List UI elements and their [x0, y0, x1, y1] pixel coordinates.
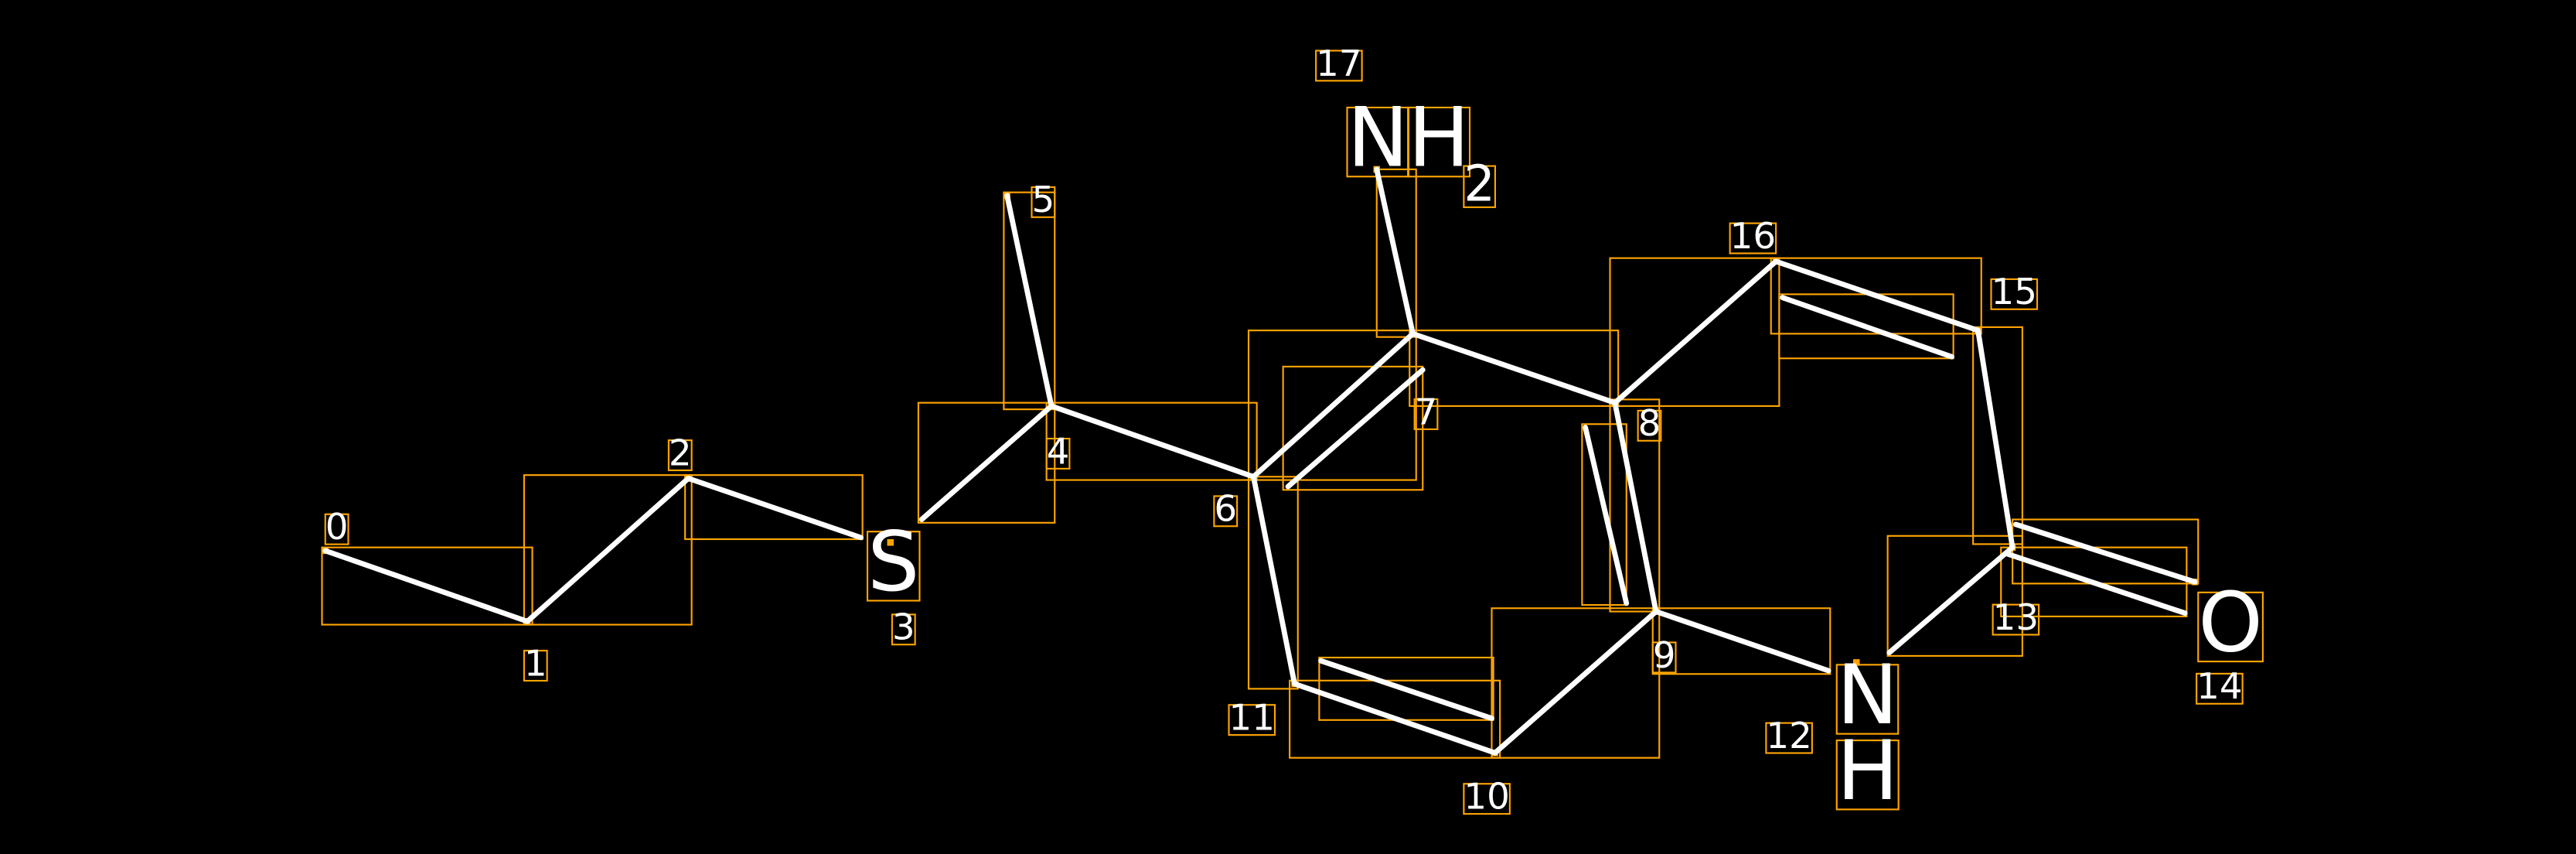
double-bond-inner-line	[1780, 295, 1954, 360]
label-bounding-box	[1463, 783, 1511, 815]
bond-bounding-box	[1886, 535, 2023, 657]
index-11: 11	[1229, 698, 1276, 740]
bond-10-11	[1292, 681, 1498, 756]
index-5: 5	[1032, 179, 1055, 221]
bond-7-17	[1374, 166, 1416, 336]
label-bounding-box	[1315, 50, 1363, 82]
bond-9-8	[1612, 400, 1659, 614]
bond-3-4	[918, 403, 1055, 522]
bond-bounding-box	[1972, 326, 2023, 545]
index-7: 7	[1415, 391, 1438, 433]
label-bounding-box	[324, 513, 349, 545]
label-bounding-box	[1213, 495, 1239, 528]
label-bounding-box	[1463, 165, 1497, 208]
label-bounding-box	[1407, 106, 1471, 178]
atom-n12: N	[1837, 647, 1898, 743]
label-bounding-box	[1651, 641, 1677, 674]
atom-s3: S	[867, 514, 919, 610]
label-bounding-box	[1637, 409, 1662, 442]
index-1: 1	[524, 643, 547, 685]
bond-16-15	[1773, 258, 1981, 333]
index-0: 0	[325, 507, 349, 548]
label-bounding-box	[1413, 398, 1439, 430]
label-bounding-box	[1228, 704, 1276, 736]
label-bounding-box	[1031, 186, 1056, 218]
bond-bounding-box	[1409, 330, 1620, 407]
index-6: 6	[1214, 489, 1237, 531]
double-bond-inner-line	[1318, 658, 1494, 722]
label-bounding-box	[866, 531, 921, 602]
atom-n17: N	[1348, 91, 1409, 186]
double-bond-inner-line	[1285, 367, 1426, 490]
label-bounding-box	[1045, 437, 1071, 470]
index-12: 12	[1766, 716, 1812, 757]
bond-bounding-box	[1770, 257, 1982, 335]
index-9: 9	[1653, 635, 1676, 677]
bond-12-9	[1653, 609, 1831, 674]
label-bounding-box	[1990, 278, 2039, 310]
index-17: 17	[1316, 43, 1362, 85]
index-4: 4	[1047, 431, 1070, 473]
double-bond-inner-line	[1583, 425, 1630, 606]
label-bounding-box	[667, 439, 693, 472]
bond-13-14	[2012, 521, 2198, 585]
bond-11-6	[1250, 473, 1297, 687]
bond-bounding-box	[523, 474, 693, 626]
label-bounding-box	[891, 613, 916, 646]
bond-13-12	[1886, 545, 2015, 656]
bond-bounding-box	[1651, 607, 1831, 675]
atom-n17-subscript: 2	[1463, 155, 1495, 213]
bonds	[322, 166, 2198, 756]
index-14: 14	[2196, 666, 2243, 708]
bond-bounding-box	[684, 474, 864, 541]
label-bounding-box	[1835, 664, 1900, 735]
bond-bounding-box	[1491, 607, 1661, 759]
index-15: 15	[1992, 272, 2038, 313]
index-8: 8	[1638, 403, 1661, 445]
atom-node-marker	[887, 539, 894, 546]
bond-bounding-box	[917, 401, 1056, 524]
label-bounding-box	[1835, 740, 1900, 811]
labels: S N H O N H 2 0 1 2 3 4 5 6 7 8 9 10 11 …	[325, 43, 2263, 819]
bond-7-8	[1410, 331, 1618, 406]
bond-8-16	[1612, 258, 1779, 406]
atom-o14: O	[2198, 576, 2263, 671]
bond-9-10	[1492, 609, 1659, 756]
bond-bounding-box	[1609, 398, 1661, 613]
bond-bounding-box	[2012, 518, 2199, 585]
bond-6-7	[1250, 331, 1416, 480]
index-3: 3	[892, 607, 915, 649]
label-bounding-box	[1765, 722, 1813, 754]
bond-1-2	[524, 476, 691, 624]
label-bounding-box	[1729, 222, 1777, 254]
index-10: 10	[1463, 777, 1510, 818]
atom-h12: H	[1837, 723, 1899, 819]
index-2: 2	[669, 432, 692, 474]
bond-bounding-box	[1289, 679, 1501, 759]
bond-15-13	[1975, 327, 2015, 551]
bond-bounding-box	[1003, 191, 1056, 411]
bond-bounding-box	[1282, 365, 1424, 491]
label-bounding-box	[523, 650, 548, 682]
bond-4-6	[1048, 403, 1256, 480]
label-bounding-box	[1992, 603, 2040, 636]
index-16: 16	[1730, 216, 1777, 258]
double-bond-inner-line	[2005, 551, 2188, 617]
bond-2-3	[685, 476, 864, 541]
index-13: 13	[1993, 597, 2039, 639]
atom-h17: H	[1408, 91, 1470, 186]
bond-bounding-box	[1375, 168, 1417, 338]
bounding-boxes	[321, 50, 2264, 815]
bond-4-5	[1004, 193, 1055, 409]
bond-0-1	[322, 548, 530, 624]
label-bounding-box	[2197, 591, 2264, 663]
bond-bounding-box	[321, 546, 533, 626]
bond-bounding-box	[1581, 423, 1627, 606]
bond-bounding-box	[1247, 476, 1299, 690]
label-bounding-box	[2196, 672, 2244, 705]
atom-node-marker	[1853, 659, 1860, 666]
